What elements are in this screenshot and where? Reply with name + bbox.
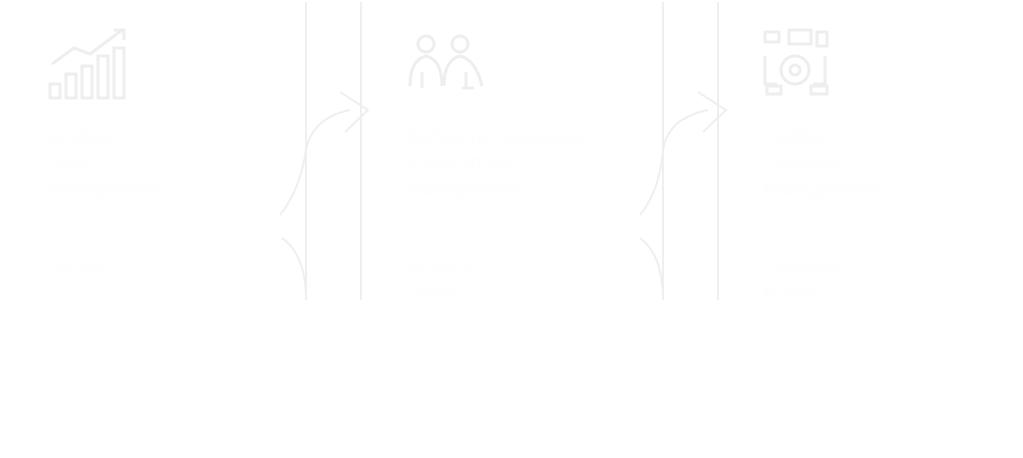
step-card-data-management: Unified Data Management Visibility	[40, 0, 290, 310]
step-subtitle: Automation at Scale	[763, 259, 847, 300]
connector-curve	[639, 237, 664, 301]
people-group-icon	[408, 34, 484, 90]
step-title: Unified Endpoint Management	[763, 128, 880, 201]
step-card-endpoint-management: Unified Endpoint Management Automation a…	[755, 0, 1005, 310]
step-title: Unified Data Management	[48, 128, 165, 201]
arrow-head-icon	[339, 91, 370, 133]
devices-gear-icon	[763, 28, 829, 96]
step-card-software-packaging: Software Packaging & Workflow Management…	[398, 0, 648, 310]
bar-chart-growth-icon	[48, 28, 126, 100]
step-title: Software Packaging & Workflow Management	[406, 128, 587, 201]
step-subtitle: Workflow Control	[406, 259, 474, 300]
arrow-head-icon	[697, 91, 728, 133]
connector-curve	[281, 237, 307, 301]
connector-curve	[639, 109, 709, 216]
step-subtitle: Visibility	[48, 259, 110, 276]
connector-curve	[279, 109, 351, 216]
